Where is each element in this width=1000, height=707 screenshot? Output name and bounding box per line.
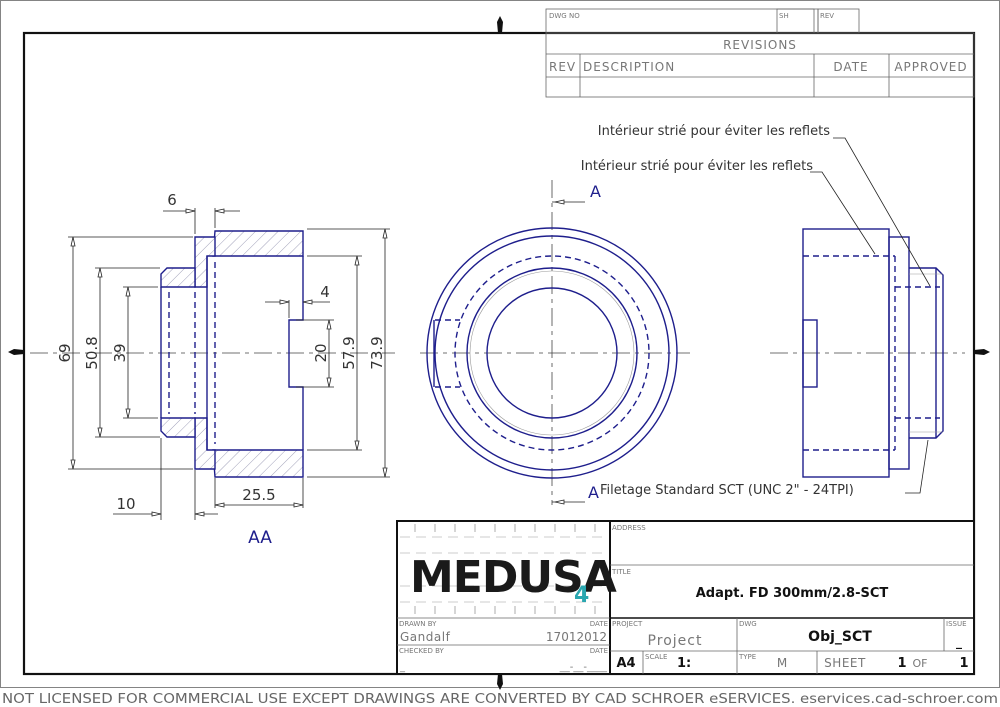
dim-20: 20 — [312, 343, 330, 362]
sheet-label: SHEET — [824, 656, 866, 670]
drawn-by-value: Gandalf — [400, 630, 451, 644]
dim-25-5: 25.5 — [242, 486, 275, 504]
type-value: M — [777, 656, 787, 670]
sheet-value: 1 — [897, 656, 906, 671]
dim-6: 6 — [167, 191, 177, 209]
note-interior-striated-2: Intérieur strié pour éviter les reflets — [581, 159, 813, 174]
section-view-aa: 69 50.8 39 20 57.9 73.9 6 4 10 25.5 AA — [30, 191, 395, 548]
rev-label: REV — [820, 12, 834, 20]
section-view-label: AA — [248, 528, 272, 548]
project-label: PROJECT — [612, 620, 643, 628]
drawing-title: Adapt. FD 300mm/2.8-SCT — [696, 586, 889, 601]
checked-date-label: DATE — [590, 647, 608, 655]
header-table: DWG NO SH REV — [545, 8, 860, 34]
date-col-header: DATE — [833, 60, 868, 74]
revisions-title: REVISIONS — [723, 38, 797, 52]
thread-note: Filetage Standard SCT (UNC 2" - 24TPI) — [600, 483, 854, 498]
dim-50-8: 50.8 — [83, 336, 101, 369]
type-label: TYPE — [738, 653, 756, 661]
dwg-value: Obj_SCT — [808, 629, 872, 645]
logo-grid — [400, 536, 608, 603]
scale-value: 1: — [677, 656, 691, 671]
dim-57-9: 57.9 — [340, 336, 358, 369]
issue-value: _ — [956, 635, 962, 650]
rev-col-header: REV — [549, 60, 576, 74]
side-view — [770, 137, 965, 494]
issue-label: ISSUE — [946, 620, 967, 628]
scale-label: SCALE — [645, 653, 667, 661]
centering-marks — [8, 16, 990, 690]
dim-73-9: 73.9 — [368, 336, 386, 369]
dim-10: 10 — [116, 495, 135, 513]
approved-col-header: APPROVED — [894, 60, 967, 74]
address-label: ADDRESS — [612, 524, 646, 532]
title-block: MEDUSA 4 ADDRESS TITLE Adapt. FD 300mm/2… — [396, 520, 975, 675]
sh-label: SH — [779, 12, 789, 20]
drawn-date-label: DATE — [590, 620, 608, 628]
checked-by-label: CHECKED BY — [399, 647, 445, 655]
checked-date-value: __-__-____ — [559, 662, 608, 673]
drawn-date-value: 17012012 — [546, 630, 607, 644]
checked-by-value: _ — [399, 662, 406, 673]
title-label: TITLE — [611, 568, 631, 576]
dwg-label: DWG — [739, 620, 757, 628]
description-col-header: DESCRIPTION — [583, 60, 675, 74]
dim-69: 69 — [56, 343, 74, 362]
dim-4: 4 — [320, 283, 330, 301]
drawn-by-label: DRAWN BY — [399, 620, 437, 628]
of-value: 1 — [959, 656, 968, 671]
revisions-table: REVISIONS REV DESCRIPTION DATE APPROVED — [545, 32, 975, 98]
paper-size: A4 — [616, 656, 635, 671]
dwg-no-label: DWG NO — [549, 12, 580, 20]
company-logo-suffix: 4 — [574, 583, 589, 608]
of-label: OF — [913, 657, 928, 670]
project-value: Project — [648, 633, 703, 649]
license-footer: NOT LICENSED FOR COMMERCIAL USE EXCEPT D… — [2, 692, 998, 707]
front-view: A A — [420, 180, 690, 505]
section-marker-top: A — [590, 182, 601, 201]
company-logo: MEDUSA — [410, 552, 617, 603]
section-marker-bottom: A — [588, 483, 599, 502]
note-interior-striated-1: Intérieur strié pour éviter les reflets — [598, 124, 830, 139]
dim-39: 39 — [111, 343, 129, 362]
